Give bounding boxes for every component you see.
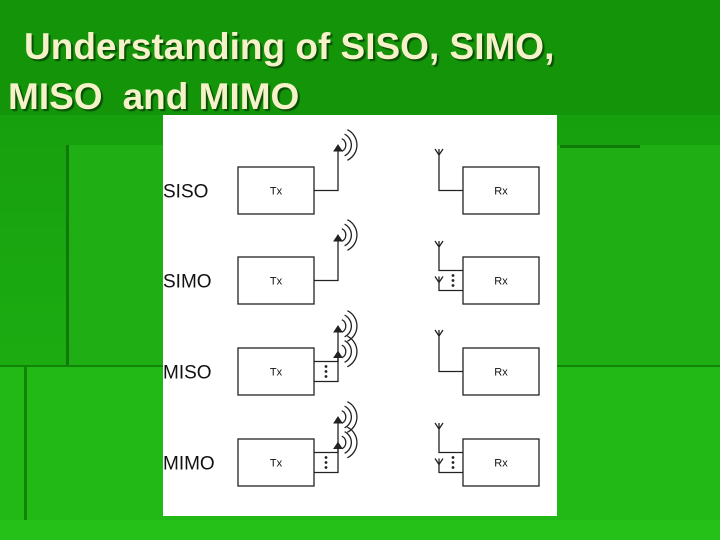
rx-label: Rx [494,186,508,198]
row-label-siso: SISO [163,182,208,203]
rx-box [462,166,540,215]
signal-wave-1 [341,319,347,333]
signal-wave-2 [344,223,353,247]
tx-feed-line [314,249,339,282]
rx-antenna-fork [434,240,444,249]
tx-feed-line-top [314,340,339,363]
signal-wave-2 [344,340,353,363]
tx-box [237,438,315,487]
ellipsis-dot [324,375,328,378]
tx-antenna-arrow [333,416,343,424]
signal-wave-2 [344,133,353,157]
ellipsis-dot [451,279,455,282]
rx-label: Rx [494,458,508,470]
signal-wave-3 [347,219,358,251]
signal-wave-2 [344,405,353,429]
signal-wave-3 [347,426,358,459]
tx-feed-line [314,159,339,192]
rx-antenna-fork [434,329,444,338]
tx-label: Tx [270,276,283,288]
slide-title: Understanding of SISO, SIMO, MISO and MIM… [0,22,720,122]
rx-box [462,347,540,396]
rx-label: Rx [494,367,508,379]
row-label-miso: MISO [163,363,212,384]
rx-feed-line [438,149,463,192]
signal-wave-2 [344,314,353,338]
ellipsis-dot [324,461,328,464]
tx-antenna-arrow [333,350,343,358]
tx-antenna-arrow [333,234,343,242]
signal-wave-3 [347,335,358,368]
tx-antenna-arrow [333,325,343,333]
rx-feed-line [438,330,463,373]
rx-feed-line-bottom [438,458,463,474]
tx-antenna-arrow [333,441,343,449]
tx-feed-line-bottom [314,363,339,383]
signal-wave-3 [347,129,358,161]
rx-antenna-fork [434,458,444,466]
title-line-2: MISO and MIMO [0,72,720,122]
signal-wave-1 [341,410,347,424]
row-label-mimo: MIMO [163,454,215,475]
ellipsis-dot [451,466,455,469]
ellipsis-dot [324,456,328,459]
ellipsis-dot [451,284,455,287]
rx-antenna-fork [434,148,444,157]
tx-box [237,347,315,396]
ellipsis-dot [324,365,328,368]
ellipsis-dot [324,370,328,373]
rx-feed-line-bottom [438,276,463,292]
rx-feed-line-top [438,241,463,272]
title-line-2-miso: MISO [8,76,103,117]
ellipsis-dot [324,466,328,469]
tx-label: Tx [270,458,283,470]
tx-box [237,256,315,305]
tx-label: Tx [270,367,283,379]
signal-wave-2 [344,431,353,454]
rx-box [462,256,540,305]
row-label-simo: SIMO [163,272,212,293]
ellipsis-dot [451,274,455,277]
rx-feed-line-top [438,423,463,454]
signal-wave-1 [341,435,347,450]
rx-antenna-fork [434,422,444,431]
signal-wave-1 [341,138,347,152]
ellipsis-dot [451,461,455,464]
signal-wave-1 [341,228,347,242]
tx-antenna-arrow [333,144,343,152]
tx-feed-line-top [314,431,339,454]
tx-feed-line-bottom [314,454,339,474]
ellipsis-dot [451,456,455,459]
rx-box [462,438,540,487]
rx-label: Rx [494,276,508,288]
title-line-1: Understanding of SISO, SIMO, [24,26,555,67]
tx-label: Tx [270,186,283,198]
title-line-2-mimo: and MIMO [122,76,300,117]
rx-antenna-fork [434,276,444,284]
signal-wave-1 [341,344,347,359]
